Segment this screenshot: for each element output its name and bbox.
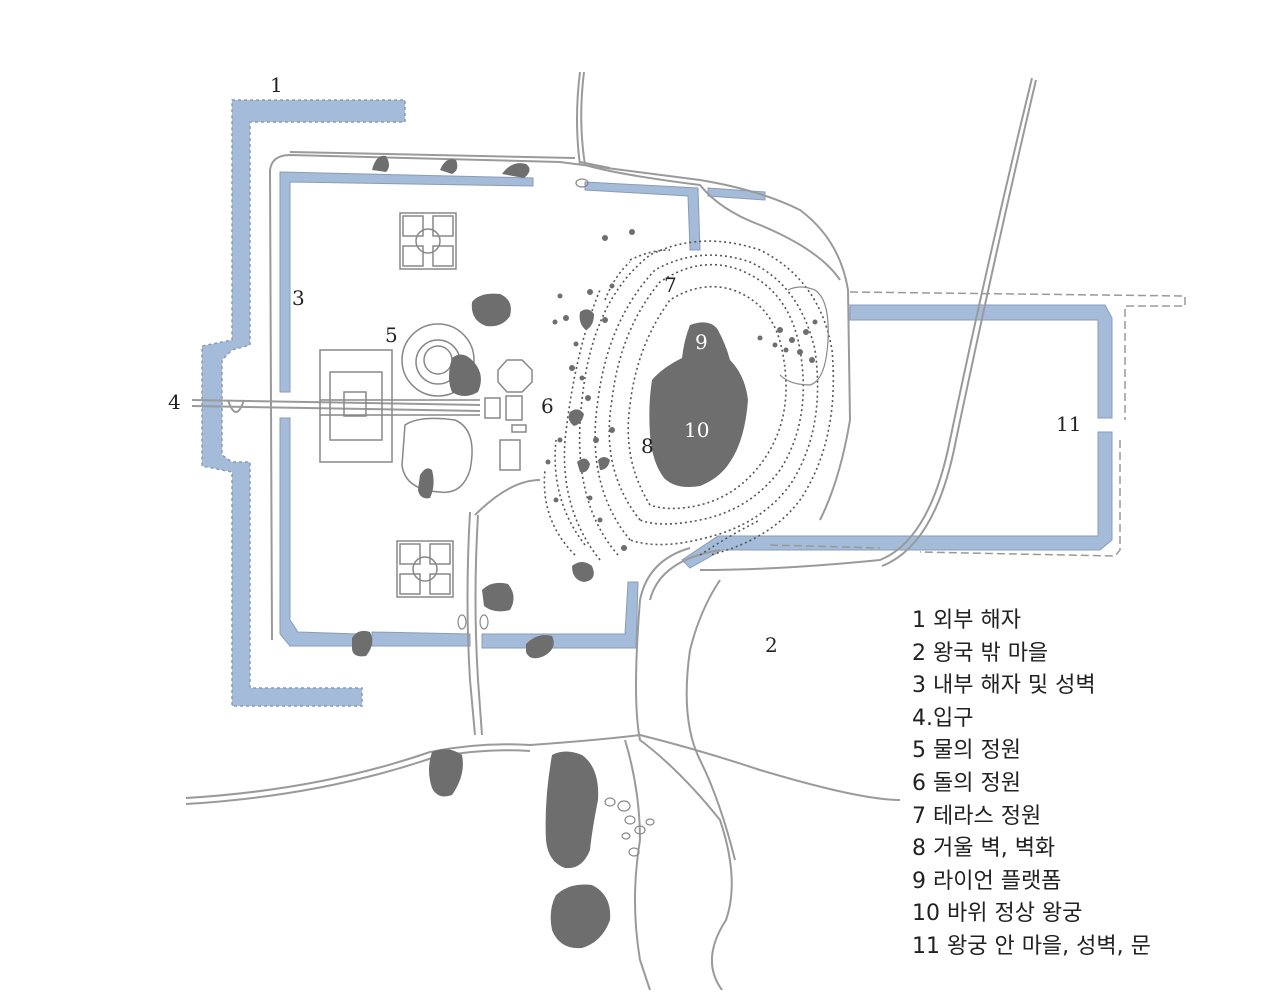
palace-village-moat [681, 304, 1113, 569]
south-quad-garden [396, 540, 454, 598]
map-legend: 1 외부 해자 2 왕국 밖 마을 3 내부 해자 및 성벽 4.입구 5 물의… [912, 605, 1252, 964]
label-4: 4 [168, 390, 181, 414]
legend-item: 9 라이언 플랫폼 [912, 868, 1062, 894]
label-2: 2 [765, 633, 778, 657]
legend-item: 1 외부 해자 [912, 608, 1021, 633]
roads [185, 71, 1037, 991]
small-features [457, 178, 829, 857]
label-11: 11 [1056, 412, 1081, 436]
legend-item: 4.입구 [912, 705, 974, 731]
label-7: 7 [664, 273, 677, 297]
legend-item: 2 왕국 밖 마을 [912, 640, 1049, 666]
label-6: 6 [541, 394, 554, 418]
legend-item: 5 물의 정원 [912, 738, 1021, 764]
label-10: 10 [684, 418, 709, 442]
north-quad-garden [399, 212, 457, 270]
outer-moat [201, 99, 406, 707]
legend-item: 8 거울 벽, 벽화 [912, 836, 1056, 862]
label-1: 1 [270, 73, 283, 97]
label-5: 5 [385, 323, 398, 347]
stone-garden-dots [545, 229, 818, 551]
terrace-garden-contours [543, 240, 835, 561]
legend-item: 3 내부 해자 및 성벽 [912, 673, 1096, 699]
legend-item: 7 테라스 정원 [912, 803, 1042, 829]
legend-item: 10 바위 정상 왕궁 [912, 901, 1083, 927]
rocks [352, 155, 748, 949]
label-3: 3 [292, 286, 305, 310]
water-garden-complex [319, 323, 533, 494]
legend-item: 11 왕궁 안 마을, 성벽, 문 [912, 933, 1151, 959]
label-9: 9 [695, 330, 708, 354]
sigiriya-rock [649, 322, 748, 487]
east-dashed-lines [769, 291, 1186, 557]
label-8: 8 [641, 434, 654, 458]
legend-item: 6 돌의 정원 [912, 770, 1021, 796]
